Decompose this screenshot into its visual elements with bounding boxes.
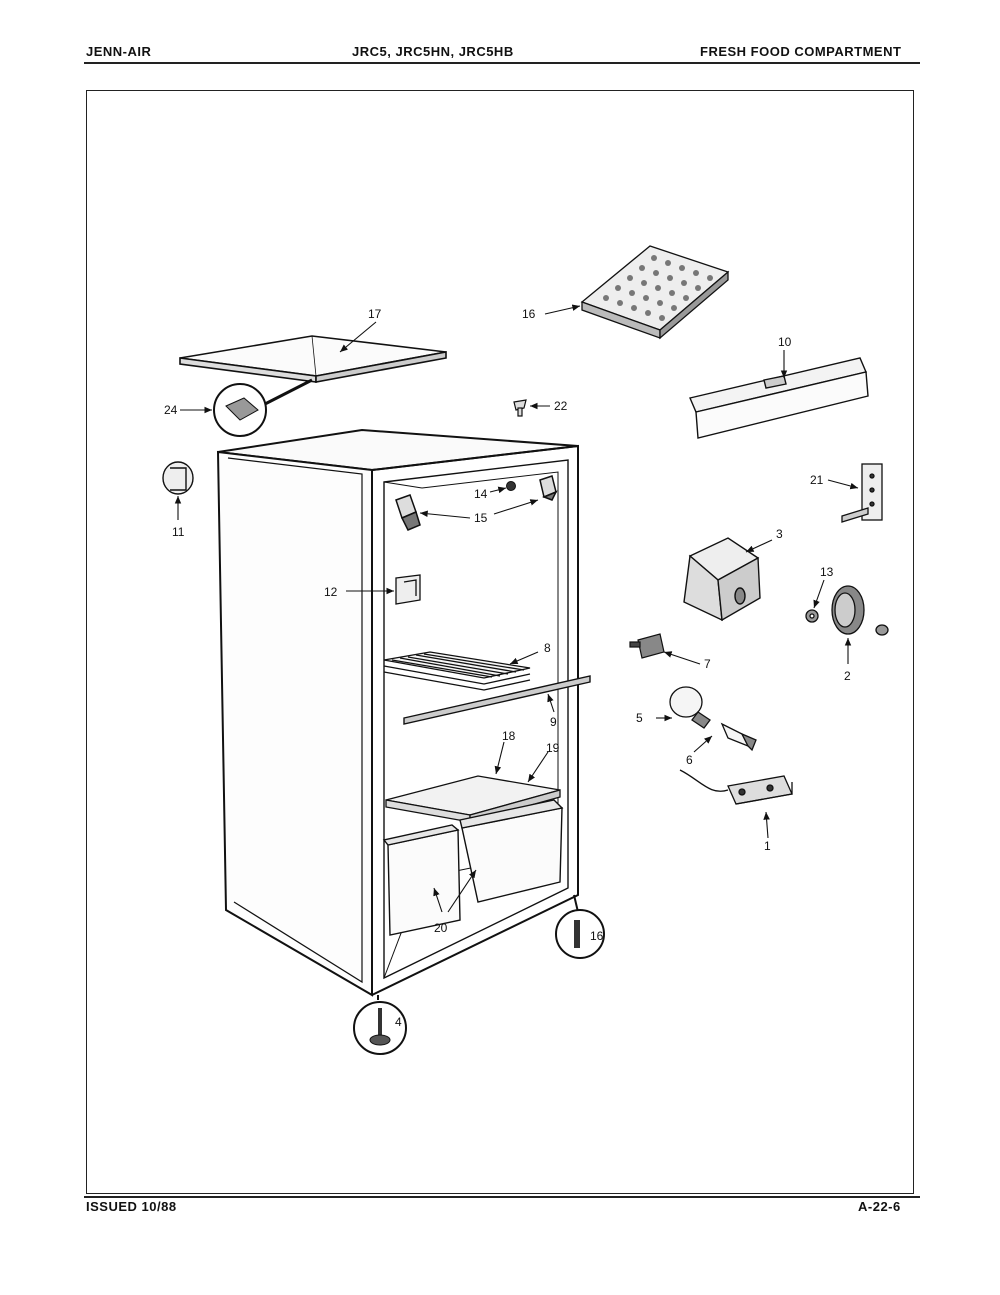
- glass-shelf: [179, 335, 447, 383]
- callout-24: 24: [164, 403, 178, 417]
- cabinet: [216, 428, 579, 997]
- callout-21: 21: [810, 473, 824, 487]
- light-bracket-right: [539, 475, 558, 501]
- model-numbers: JRC5, JRC5HN, JRC5HB: [352, 44, 514, 59]
- light-bulb-6: [720, 722, 757, 752]
- callout-11: 11: [172, 525, 185, 539]
- callout-18: 18: [502, 729, 516, 743]
- callout-20: 20: [434, 921, 448, 935]
- light-bulb-5: [669, 686, 711, 729]
- shelf-trim: [403, 675, 591, 725]
- diagram-frame: [86, 90, 914, 1194]
- callout-3: 3: [776, 527, 783, 541]
- control-knob: [162, 461, 194, 495]
- bracket-21: [841, 463, 883, 523]
- bracket-12: [395, 574, 421, 605]
- callout-6: 6: [686, 753, 693, 767]
- trim-inset: [555, 894, 605, 959]
- callout-16-tray: 16: [522, 307, 536, 321]
- wire-shelf: [383, 651, 531, 691]
- leader-lines: [174, 304, 859, 913]
- callout-10: 10: [778, 335, 792, 349]
- light-bracket-left: [395, 494, 421, 531]
- door-switch: [629, 633, 665, 659]
- control-unit: [679, 769, 793, 805]
- callout-16-trim: 16: [590, 929, 604, 943]
- callout-1: 1: [764, 839, 771, 853]
- callout-4: 4: [395, 1015, 402, 1029]
- section-title: FRESH FOOD COMPARTMENT: [700, 44, 902, 59]
- callout-19: 19: [546, 741, 560, 755]
- dairy-door: [689, 357, 869, 439]
- shelf-clip-inset: [213, 378, 313, 437]
- callout-17: 17: [368, 307, 382, 321]
- callout-22: 22: [554, 399, 568, 413]
- leveling-leg-inset: [353, 995, 407, 1055]
- footer-rule: [84, 1196, 920, 1198]
- crisper-drawer-left: [382, 824, 461, 936]
- callout-7: 7: [704, 657, 711, 671]
- page-code: A-22-6: [858, 1199, 901, 1214]
- light-cover: [683, 537, 761, 622]
- callouts: 16 17 10 24 22 11 14 15 21 3 12 13 2 8 7…: [164, 307, 851, 1029]
- screw-14: [506, 481, 516, 491]
- issued-date: ISSUED 10/88: [86, 1199, 177, 1214]
- callout-8: 8: [544, 641, 551, 655]
- crisper-cover: [385, 775, 561, 823]
- callout-5: 5: [636, 711, 643, 725]
- nut-13: [805, 609, 819, 623]
- callout-12: 12: [324, 585, 338, 599]
- brand-label: JENN-AIR: [86, 44, 152, 59]
- callout-9: 9: [550, 715, 557, 729]
- callout-13: 13: [820, 565, 834, 579]
- egg-tray: [580, 245, 730, 340]
- plug-22: [513, 399, 527, 417]
- callout-14: 14: [474, 487, 488, 501]
- thermostat-knob: [831, 585, 889, 636]
- header-rule: [84, 62, 920, 64]
- callout-2: 2: [844, 669, 851, 683]
- callout-15: 15: [474, 511, 488, 525]
